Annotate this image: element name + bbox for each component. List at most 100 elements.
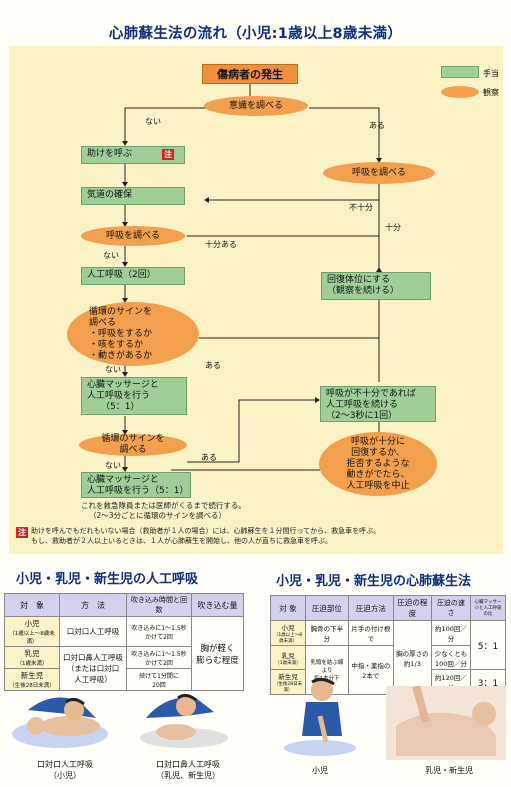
label-yes-2: ある [205, 361, 221, 370]
bt-method-infant: 口対口鼻人工呼吸（または口対口人工呼吸） [59, 646, 127, 691]
continue-note: これを救急隊員または医師がくるまで続行する。 （2〜3分ごとに循環のサインを調べ… [81, 501, 246, 521]
label-no-2: ない [103, 251, 119, 260]
child-mouth-to-mouth-illustration [12, 697, 108, 748]
left-section-title: 小児・乳児・新生児の人工呼吸 [16, 572, 199, 587]
ct-header-target: 対 象 [270, 595, 306, 621]
caution-badge: 注 [162, 149, 174, 160]
ct-site-child: 胸骨の下半分 [305, 620, 349, 646]
infant-mouth-nose-illustration [140, 693, 228, 748]
circulation-line-4: ・咳をするか [89, 339, 144, 350]
circulation-line-2: 調べる [89, 317, 117, 328]
page-title: 心肺蘇生法の流れ（小児:1歳以上8歳未満） [108, 26, 403, 42]
ct-ratio-child: 5：1 [470, 620, 506, 670]
start-box: 傷病者の発生 [202, 64, 298, 84]
right-section-title: 小児・乳児・新生児の心肺蘇生法 [276, 574, 472, 589]
label-sufficient: 十分 [385, 223, 401, 232]
ct-header-rate: 圧迫の速さ [430, 595, 472, 621]
ct-header-site: 圧迫部位 [305, 595, 349, 621]
flowchart-panel: 手当 観察 傷病者の発生 意識を調べる ない ある 助けを呼ぶ 注 呼吸を調べる… [9, 46, 503, 554]
recovery-position-box: 回復体位にする （観察を続ける） [321, 272, 431, 300]
legend-observe-label: 観察 [483, 88, 499, 97]
caption-infant-breathing: 口対口鼻人工呼吸（乳児、新生児） [156, 760, 220, 780]
circulation2-line-2: 調べる [119, 445, 147, 455]
if-breathing-oval: 呼吸が十分に 回復するか、 拒否するような 動きがでたら、 人工呼吸を中止 [319, 432, 437, 496]
caption-child-cpr: 小児 [312, 766, 328, 775]
ct-depth: 胸の厚さの約1/3 [392, 620, 432, 695]
ct-target-infant: 乳児（1歳未満） [270, 645, 306, 670]
ct-target-newborn: 新生児（生後28日未満） [270, 669, 306, 695]
infant-cpr-illustration [386, 686, 506, 760]
ifb-line-1: 呼吸が十分に [350, 436, 405, 447]
continue-note-1: これを救急隊員または医師がくるまで続行する。 [81, 501, 246, 510]
bt-target-infant: 乳児（1歳未満） [4, 646, 60, 669]
legend-action-swatch [441, 66, 479, 78]
label-yes-3: ある [201, 453, 217, 462]
ct-rate-child: 約100回／分 [430, 620, 472, 646]
bt-header-method: 方 法 [59, 593, 127, 617]
bt-timing-infant: 吹き込みに1〜1.5秒かけて2回 [126, 646, 192, 669]
continue-note-2: （2〜3分ごとに循環のサインを調べる） [89, 511, 227, 520]
cpr-box-2: 心臓マッサージと 人工呼吸を行う（5：1） [81, 472, 191, 498]
footnote: 助けを呼んでもだれもいない場合（救助者が１人の場合）には、心肺蘇生を１分間行って… [31, 526, 499, 546]
bt-header-volume: 吹き込む量 [191, 593, 244, 617]
check-consciousness-oval: 意識を調べる [204, 96, 308, 116]
bt-target-newborn: 新生児（生後28日未満） [4, 668, 60, 691]
check-breathing-right-oval: 呼吸を調べる [323, 162, 435, 184]
label-no-1: ない [145, 117, 161, 126]
call-help-box: 助けを呼ぶ 注 [81, 146, 185, 164]
cpr2-line-2: 人工呼吸を行う（5：1） [87, 486, 189, 496]
ct-method-child: 片手の付け根で [347, 620, 394, 646]
cpr2-line-1: 心臓マッサージと [87, 475, 159, 485]
ct-header-ratio: 心臓マッサージと人工呼吸の比 [470, 595, 506, 621]
ct-header-depth: 圧迫の程度 [392, 595, 432, 621]
circulation-check-oval: 循環のサインを 調べる ・呼吸をするか ・咳をするか ・動きがあるか [67, 302, 199, 366]
bt-header-target: 対 象 [4, 593, 60, 617]
bt-timing-child: 吹き込みに1〜1.5秒かけて2回 [126, 616, 192, 647]
ifb-line-4: 動きがでたら、 [346, 469, 410, 480]
bt-target-child: 小児（1歳以上〜8歳未満） [4, 616, 60, 647]
cpr1-line-1: 心臓マッサージと [87, 380, 159, 390]
ifb-line-2: 回復するか、 [351, 447, 405, 458]
airway-box: 気道の確保 [81, 187, 185, 205]
recovery-line-2: （観察を続ける） [327, 286, 400, 296]
caption-child-breathing: 口対口人工呼吸（小児） [37, 760, 93, 780]
ct-target-child: 小児（1歳以上〜8歳未満） [270, 620, 306, 646]
legend-action-label: 手当 [483, 69, 499, 78]
ifb-line-5: 人工呼吸を中止 [346, 480, 410, 491]
footnote-line-2: もし、救助者が２人以上いるときは、１人が心肺蘇生を開始し、他の人が直ちに救急車を… [31, 537, 332, 545]
continue-breathing-box: 呼吸が不十分であれば 人工呼吸を続ける （2〜3秒に1回） [320, 386, 436, 422]
ct-header-method: 圧迫方法 [347, 595, 394, 621]
bt-volume: 胸が軽く膨らむ程度 [191, 616, 244, 691]
ifb-line-3: 拒否するような [346, 458, 410, 469]
continue-line-1: 呼吸が不十分であれば [326, 389, 416, 399]
circulation-line-5: ・動きがあるか [89, 350, 153, 361]
label-insufficient: 不十分 [349, 203, 373, 212]
label-no-4: ない [105, 461, 121, 470]
caption-infant-cpr: 乳児・新生児 [425, 766, 473, 775]
check-breathing-left-oval: 呼吸を調べる [81, 226, 185, 246]
rescue-breathing-box: 人工呼吸（2回） [81, 267, 185, 285]
cpr1-line-2: 人工呼吸を行う [87, 391, 151, 401]
circulation-check2-oval: 循環のサインを 調べる [79, 434, 187, 456]
footnote-caution-badge: 注 [16, 527, 28, 538]
child-cpr-illustration [284, 677, 356, 756]
circulation2-line-1: 循環のサインを [101, 434, 165, 444]
legend-observe-swatch [441, 86, 479, 98]
label-no-3: ない [105, 365, 121, 374]
continue-line-2: 人工呼吸を続ける [326, 400, 399, 410]
cpr1-line-3: （5：1） [101, 402, 140, 412]
footnote-line-1: 助けを呼んでもだれもいない場合（救助者が１人の場合）には、心肺蘇生を１分間行って… [31, 527, 381, 535]
bt-header-timing: 吹き込み時間と回数 [126, 593, 192, 617]
circulation-line-3: ・呼吸をするか [89, 328, 153, 339]
call-help-text: 助けを呼ぶ [87, 149, 133, 159]
breathing-table: 対 象 方 法 吹き込み時間と回数 吹き込む量 小児（1歳以上〜8歳未満） 口対… [4, 593, 244, 691]
recovery-line-1: 回復体位にする [327, 275, 391, 285]
continue-line-3: （2〜3秒に1回） [326, 411, 398, 421]
circulation-line-1: 循環のサインを [89, 306, 153, 317]
bt-method-child: 口対口人工呼吸 [59, 616, 127, 647]
label-sufficient-yes: 十分ある [205, 240, 237, 249]
cpr-box-1: 心臓マッサージと 人工呼吸を行う （5：1） [81, 377, 187, 415]
